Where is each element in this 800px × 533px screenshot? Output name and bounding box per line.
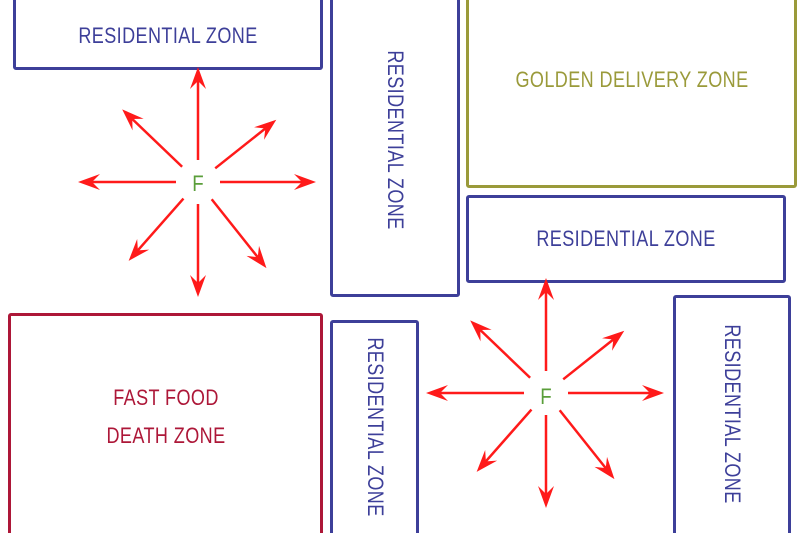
arrow-shaft <box>558 409 610 473</box>
arrow-shaft <box>128 115 183 168</box>
arrowhead-icon <box>294 174 316 190</box>
residential-zone-vertical-bottom: RESIDENTIAL ZONE <box>330 320 419 533</box>
arrow-shaft <box>210 198 262 262</box>
arrowhead-icon <box>190 275 206 297</box>
arrowhead-icon <box>426 385 448 401</box>
arrow-shaft <box>134 197 185 255</box>
zone-label: GOLDEN DELIVERY ZONE <box>514 66 749 92</box>
arrowhead-icon <box>538 486 554 508</box>
arrow-shaft <box>476 326 531 379</box>
arrowhead-icon <box>246 245 267 269</box>
arrow-shaft <box>562 336 618 381</box>
arrowhead-icon <box>128 239 150 261</box>
arrowhead-icon <box>254 119 277 140</box>
zone-label: RESIDENTIAL ZONE <box>78 23 258 49</box>
arrowhead-icon <box>78 174 100 190</box>
zone-label-line1: FAST FOOD <box>112 384 219 410</box>
arrowhead-icon <box>470 320 492 342</box>
arrowhead-icon <box>476 450 498 472</box>
zone-label-line2: DEATH ZONE <box>105 422 226 448</box>
arrow-shaft <box>214 125 270 170</box>
arrowhead-icon <box>594 456 615 480</box>
restaurant-marker-2: F <box>540 384 552 409</box>
residential-zone-vertical-center: RESIDENTIAL ZONE <box>330 0 460 297</box>
fast-food-death-zone: FAST FOOD DEATH ZONE <box>8 313 323 533</box>
arrowhead-icon <box>538 278 554 300</box>
arrowhead-icon <box>122 109 144 131</box>
arrowhead-icon <box>642 385 664 401</box>
arrowhead-icon <box>602 330 625 351</box>
residential-zone-top-left: RESIDENTIAL ZONE <box>13 0 323 70</box>
restaurant-marker-1: F <box>192 171 204 196</box>
residential-zone-right: RESIDENTIAL ZONE <box>466 195 786 283</box>
zone-label: RESIDENTIAL ZONE <box>536 226 716 251</box>
residential-zone-vertical-right: RESIDENTIAL ZONE <box>673 295 791 533</box>
arrow-shaft <box>482 408 533 466</box>
zone-label: FAST FOOD DEATH ZONE <box>106 379 225 455</box>
arrowhead-icon <box>190 67 206 89</box>
golden-delivery-zone: GOLDEN DELIVERY ZONE <box>466 0 797 188</box>
